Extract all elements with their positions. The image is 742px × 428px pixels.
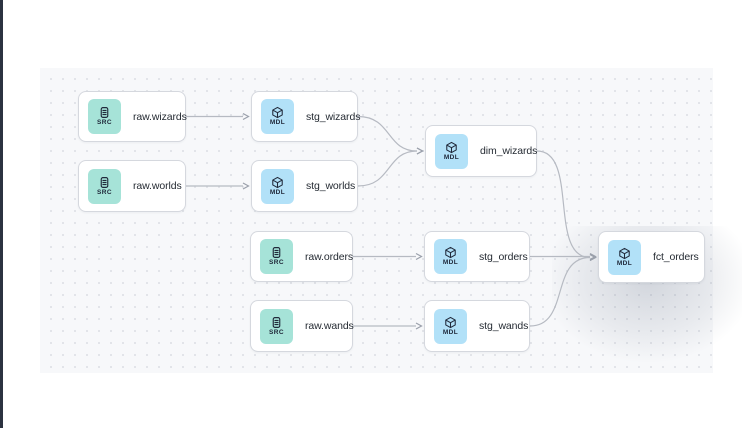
database-icon — [98, 176, 111, 189]
node-stg-wizards[interactable]: MDL stg_wizards — [251, 91, 361, 142]
edge-dim_wizards-fct_orders — [536, 150, 597, 262]
source-badge: SRC — [260, 239, 293, 274]
model-badge: MDL — [434, 239, 467, 274]
edge-stg_worlds-dim_wizards — [357, 147, 424, 187]
cube-icon — [445, 141, 458, 154]
node-raw-wands[interactable]: SRC raw.wands — [250, 300, 354, 352]
database-icon — [98, 106, 111, 119]
model-badge: MDL — [261, 168, 294, 204]
node-label: dim_wizards — [480, 145, 538, 157]
badge-label: SRC — [97, 188, 112, 196]
model-badge: MDL — [434, 308, 467, 344]
database-icon — [270, 246, 283, 259]
node-dim-wizards[interactable]: MDL dim_wizards — [425, 125, 537, 177]
node-raw-wizards[interactable]: SRC raw.wizards — [78, 91, 187, 142]
badge-label: MDL — [269, 188, 286, 196]
edge-stg_wizards-dim_wizards — [357, 115, 424, 155]
source-badge: SRC — [88, 168, 121, 204]
lineage-canvas[interactable] — [40, 68, 713, 373]
cube-icon — [444, 246, 457, 259]
cube-icon — [618, 247, 631, 260]
node-label: raw.worlds — [133, 180, 182, 192]
cube-icon — [271, 106, 284, 119]
node-stg-orders[interactable]: MDL stg_orders — [424, 231, 530, 282]
source-badge: SRC — [260, 308, 293, 344]
node-raw-orders[interactable]: SRC raw.orders — [250, 231, 353, 282]
badge-label: MDL — [269, 119, 286, 127]
node-label: stg_orders — [479, 250, 528, 263]
node-stg-wands[interactable]: MDL stg_wands — [424, 300, 530, 352]
node-raw-worlds[interactable]: SRC raw.worlds — [78, 160, 186, 212]
badge-label: SRC — [269, 259, 284, 267]
node-label: fct_orders — [653, 251, 699, 263]
source-badge: SRC — [88, 99, 121, 134]
node-label: raw.wizards — [133, 110, 187, 123]
model-badge: MDL — [435, 133, 468, 169]
cube-icon — [444, 316, 457, 329]
badge-label: SRC — [269, 328, 284, 336]
window-edge — [0, 0, 3, 428]
cube-icon — [271, 176, 284, 189]
node-label: stg_wands — [479, 320, 529, 332]
model-badge: MDL — [261, 99, 294, 134]
model-badge: MDL — [608, 239, 641, 275]
database-icon — [270, 316, 283, 329]
node-label: stg_worlds — [306, 180, 356, 192]
badge-label: MDL — [616, 259, 633, 267]
edge-stg_wands-fct_orders — [529, 253, 597, 327]
node-label: raw.orders — [305, 250, 354, 263]
badge-label: MDL — [442, 328, 459, 336]
badge-label: MDL — [442, 259, 459, 267]
node-stg-worlds[interactable]: MDL stg_worlds — [251, 160, 358, 212]
node-fct-orders[interactable]: MDL fct_orders — [598, 231, 705, 283]
node-label: raw.wands — [305, 320, 354, 332]
badge-label: MDL — [443, 153, 460, 161]
badge-label: SRC — [97, 119, 112, 127]
node-label: stg_wizards — [306, 110, 361, 123]
